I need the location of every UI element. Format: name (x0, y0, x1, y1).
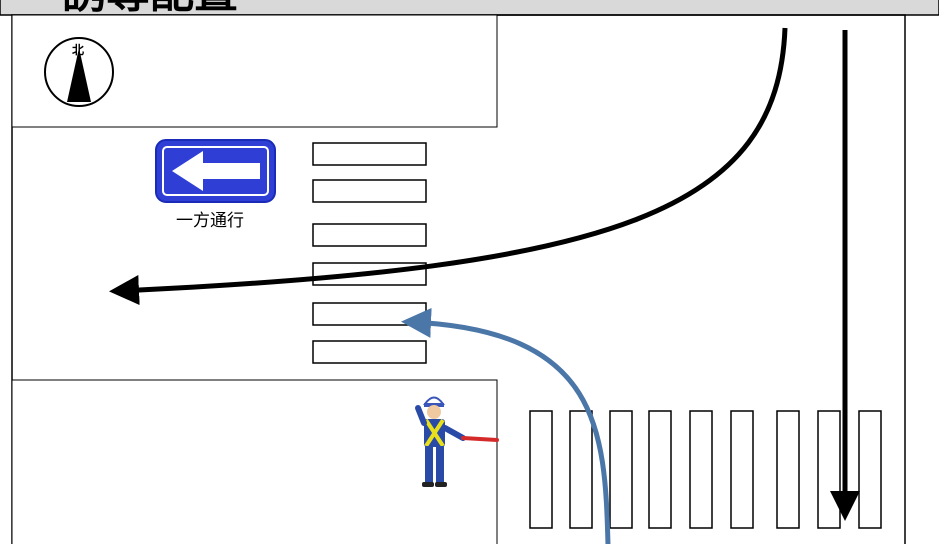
crosswalk-stripe (648, 410, 672, 529)
crosswalk-stripe (529, 410, 553, 529)
pedestrian-path (401, 307, 611, 544)
crosswalk-stripe (312, 142, 427, 166)
one-way-sign: 一方通行 (155, 139, 276, 231)
crosswalk-stripe (730, 410, 754, 529)
crosswalk-stripe (776, 410, 800, 529)
crosswalk-south (529, 410, 882, 529)
crosswalk-stripe (858, 410, 882, 529)
red-baton (461, 436, 499, 442)
crosswalk-west (312, 142, 427, 364)
crosswalk-stripe (312, 302, 427, 326)
traffic-guard-icon (415, 396, 499, 487)
crosswalk-stripe (817, 410, 841, 529)
vehicle-path-left-turn (109, 27, 788, 306)
crosswalk-stripe (312, 179, 427, 203)
crosswalk-stripe (312, 223, 427, 247)
crosswalk-stripe (569, 410, 593, 529)
crosswalk-stripe (609, 410, 633, 529)
one-way-sign-label: 一方通行 (176, 211, 244, 231)
crosswalk-stripe (312, 340, 427, 364)
compass: 北 (44, 37, 114, 107)
compass-north-label: 北 (72, 42, 84, 57)
crosswalk-stripe (689, 410, 713, 529)
diagram-title: 誘導配置 (62, 0, 238, 18)
left-arrow-icon (172, 151, 260, 191)
north-arrow-icon (67, 48, 91, 102)
